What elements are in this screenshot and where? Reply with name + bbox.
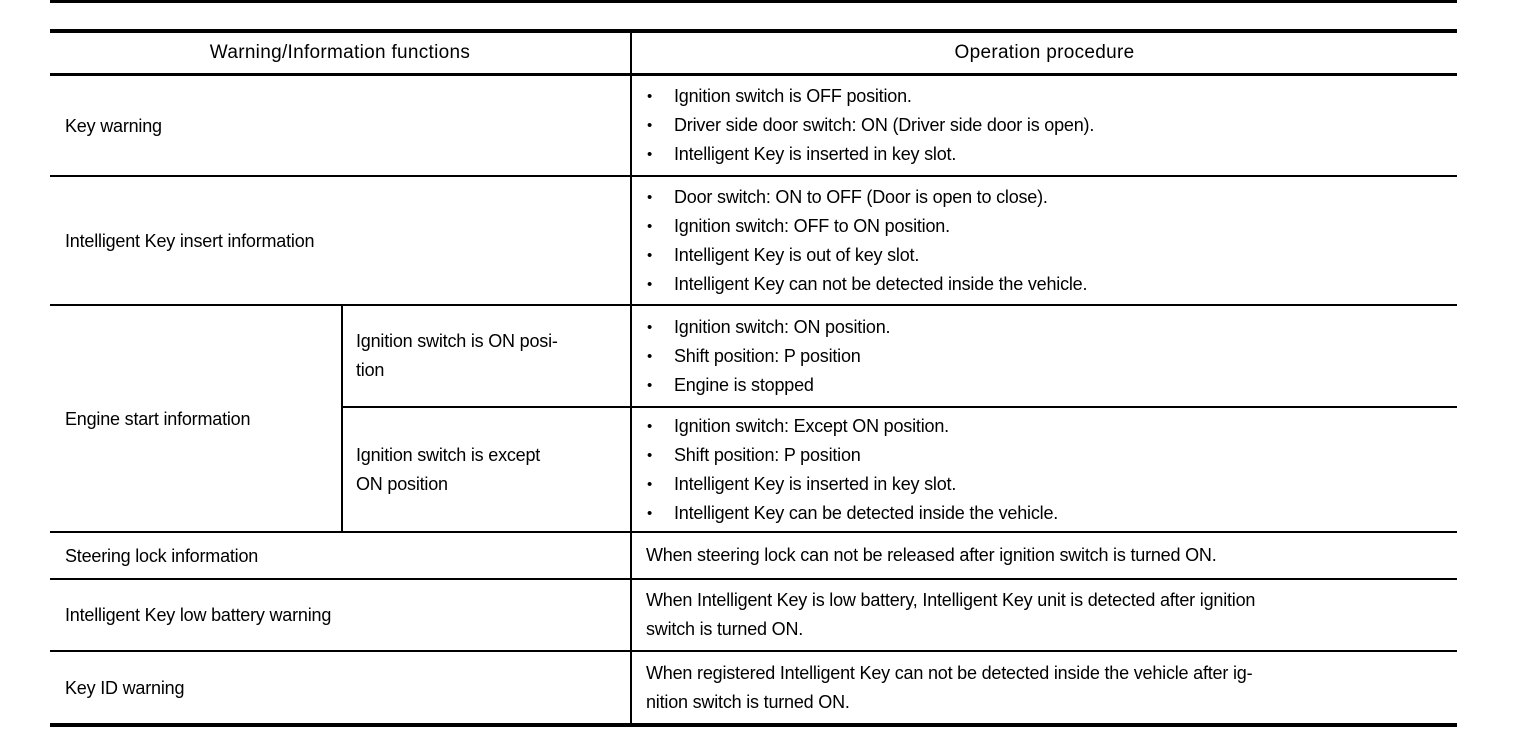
bullet-icon: • xyxy=(647,376,653,394)
row-low-battery-warning: Intelligent Key low battery warning When… xyxy=(50,580,1457,652)
engine-start-subrows: Ignition switch is ON posi- tion •Igniti… xyxy=(341,306,1457,531)
bullet-item: • Intelligent Key can be detected inside … xyxy=(647,499,1449,528)
bullet-item: • Intelligent Key can not be detected ins… xyxy=(647,270,1449,299)
cell-function-label: Steering lock information xyxy=(65,545,259,566)
cell-procedure-text: When Intelligent Key is low battery, Int… xyxy=(630,580,1457,650)
cell-procedure-bullets: • Ignition switch: ON position. • Shift po… xyxy=(630,306,1457,406)
top-rule xyxy=(50,0,1457,3)
bullet-item: • Driver side door switch: ON (Driver sid… xyxy=(647,111,1449,140)
bullet-text: Intelligent Key is inserted in key slot. xyxy=(674,144,957,164)
row-key-insert-information: Intelligent Key insert information • Door… xyxy=(50,177,1457,306)
bullet-icon: • xyxy=(647,347,653,365)
cell-procedure-text: When registered Intelligent Key can not … xyxy=(630,652,1457,723)
bullet-item: • Intelligent Key is out of key slot. xyxy=(647,241,1449,270)
bullet-text: Intelligent Key can not be detected insi… xyxy=(674,273,1088,294)
bullet-icon: • xyxy=(647,446,653,464)
table-header-row: Warning/Information functions Operation … xyxy=(50,33,1457,76)
bullet-item: • Intelligent Key is inserted in key slot… xyxy=(647,140,1449,169)
bullet-text: Ignition switch: OFF to ON position. xyxy=(674,215,950,236)
bullet-icon: • xyxy=(647,146,653,163)
bullet-icon: • xyxy=(647,417,653,435)
row-engine-start-information: Engine start information Ignition switch… xyxy=(50,306,1457,533)
header-operation-procedure: Operation procedure xyxy=(630,33,1457,73)
cell-procedure-bullets: • Ignition switch is OFF position. • Drive… xyxy=(630,76,1457,175)
row-key-id-warning: Key ID warning When registered Intellige… xyxy=(50,652,1457,723)
bullet-text: Door switch: ON to OFF (Door is open to … xyxy=(674,186,1048,207)
cell-function-label: Key ID warning xyxy=(65,677,185,698)
bullet-icon: • xyxy=(647,88,653,105)
bullet-icon: • xyxy=(647,318,653,336)
cell-function-label: Intelligent Key insert information xyxy=(65,230,315,251)
bullet-item: • Engine is stopped xyxy=(647,371,1449,400)
cell-condition: Ignition switch is except ON position xyxy=(341,408,630,531)
cell-procedure-text: When steering lock can not be released a… xyxy=(630,533,1457,578)
row-key-warning: Key warning • Ignition switch is OFF posi… xyxy=(50,76,1457,177)
bullet-item: • Ignition switch is OFF position. xyxy=(647,82,1449,111)
bullet-icon: • xyxy=(647,275,653,293)
cell-function-label: Key warning xyxy=(65,115,162,136)
bullet-text: Ignition switch: ON position. xyxy=(674,316,891,337)
bullet-text: Ignition switch is OFF position. xyxy=(674,86,912,106)
bullet-icon: • xyxy=(647,188,653,206)
bullet-item: • Door switch: ON to OFF (Door is open to… xyxy=(647,183,1449,212)
cell-condition: Ignition switch is ON posi- tion xyxy=(341,306,630,406)
bullet-item: • Shift position: P position xyxy=(647,441,1449,470)
bullet-icon: • xyxy=(647,217,653,235)
subrow-ignition-except-on: Ignition switch is except ON position • I… xyxy=(341,408,1457,531)
bullet-icon: • xyxy=(647,475,653,493)
bullet-item: • Ignition switch: ON position. xyxy=(647,313,1449,342)
bullet-text: Driver side door switch: ON (Driver side… xyxy=(674,115,1095,135)
bullet-text: Intelligent Key is inserted in key slot. xyxy=(674,473,957,494)
cell-function-label: Engine start information xyxy=(65,408,251,429)
bullet-text: Shift position: P position xyxy=(674,444,861,465)
header-warning-functions: Warning/Information functions xyxy=(209,42,471,63)
cell-function-label: Intelligent Key low battery warning xyxy=(65,605,332,625)
bullet-text: Intelligent Key is out of key slot. xyxy=(674,244,920,265)
bullet-icon: • xyxy=(647,117,653,134)
bullet-item: • Ignition switch: OFF to ON position. xyxy=(647,212,1449,241)
warning-information-table: Warning/Information functions Operation … xyxy=(50,29,1457,727)
cell-procedure-bullets: • Door switch: ON to OFF (Door is open to… xyxy=(630,177,1457,304)
cell-procedure-bullets: • Ignition switch: Except ON position. • S… xyxy=(630,408,1457,531)
bullet-icon: • xyxy=(647,246,653,264)
bullet-text: Intelligent Key can be detected inside t… xyxy=(674,502,1059,523)
bullet-item: • Ignition switch: Except ON position. xyxy=(647,412,1449,441)
bullet-icon: • xyxy=(647,504,653,522)
bullet-item: • Shift position: P position xyxy=(647,342,1449,371)
row-steering-lock-information: Steering lock information When steering … xyxy=(50,533,1457,580)
bullet-text: Shift position: P position xyxy=(674,345,861,366)
bullet-text: Engine is stopped xyxy=(674,374,814,395)
bullet-text: Ignition switch: Except ON position. xyxy=(674,415,949,436)
subrow-ignition-on: Ignition switch is ON posi- tion • Igniti… xyxy=(341,306,1457,408)
bullet-item: • Intelligent Key is inserted in key slot… xyxy=(647,470,1449,499)
